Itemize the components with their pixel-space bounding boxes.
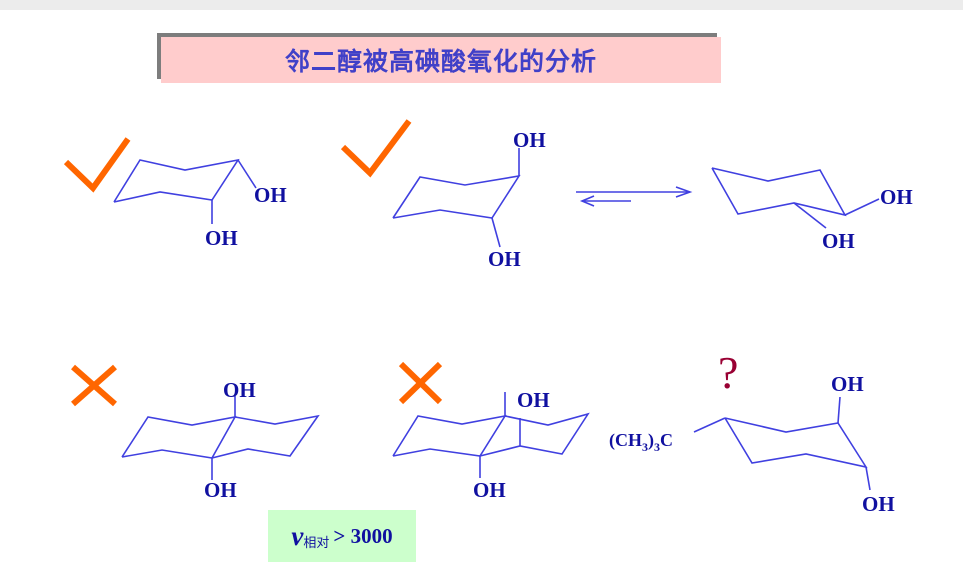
molecule-5: ? (CH3)3C OH OH xyxy=(609,347,895,516)
check-icon xyxy=(63,137,131,193)
equilibrium-arrows-icon xyxy=(576,186,693,207)
rate-subscript: 相对 xyxy=(303,535,330,551)
oh-label: OH xyxy=(880,185,913,209)
cyclohexane-ring-5 xyxy=(693,396,871,491)
oh-label: OH xyxy=(223,378,256,402)
cross-icon xyxy=(71,364,117,407)
oh-label: OH xyxy=(517,388,550,412)
oh-label: OH xyxy=(488,247,521,271)
oh-label: OH xyxy=(831,372,864,396)
cyclohexane-ring-2a xyxy=(392,148,521,248)
molecule-3: OH OH xyxy=(71,364,320,502)
cyclohexane-ring-1 xyxy=(113,158,257,224)
page-title: 邻二醇被高碘酸氧化的分析 xyxy=(161,37,721,83)
tert-butyl-label: (CH3)3C xyxy=(609,430,673,454)
oh-label: OH xyxy=(205,226,238,250)
molecule-2: OH OH OH OH xyxy=(340,119,913,271)
rate-value: > 3000 xyxy=(333,523,393,548)
oh-label: OH xyxy=(204,478,237,502)
decalin-ring-1 xyxy=(121,396,320,480)
cross-icon xyxy=(398,361,443,405)
oh-label: OH xyxy=(822,229,855,253)
oh-label: OH xyxy=(862,492,895,516)
rate-symbol: v xyxy=(291,520,304,551)
oh-label: OH xyxy=(254,183,287,207)
oh-label: OH xyxy=(513,128,546,152)
cyclohexane-ring-2b xyxy=(711,167,880,229)
top-bar xyxy=(0,0,963,10)
decalin-ring-2 xyxy=(392,392,590,478)
oh-label: OH xyxy=(473,478,506,502)
question-icon: ? xyxy=(718,347,738,398)
molecule-4: OH OH xyxy=(392,361,590,502)
molecule-1: OH OH xyxy=(63,137,287,250)
check-icon xyxy=(340,119,412,178)
